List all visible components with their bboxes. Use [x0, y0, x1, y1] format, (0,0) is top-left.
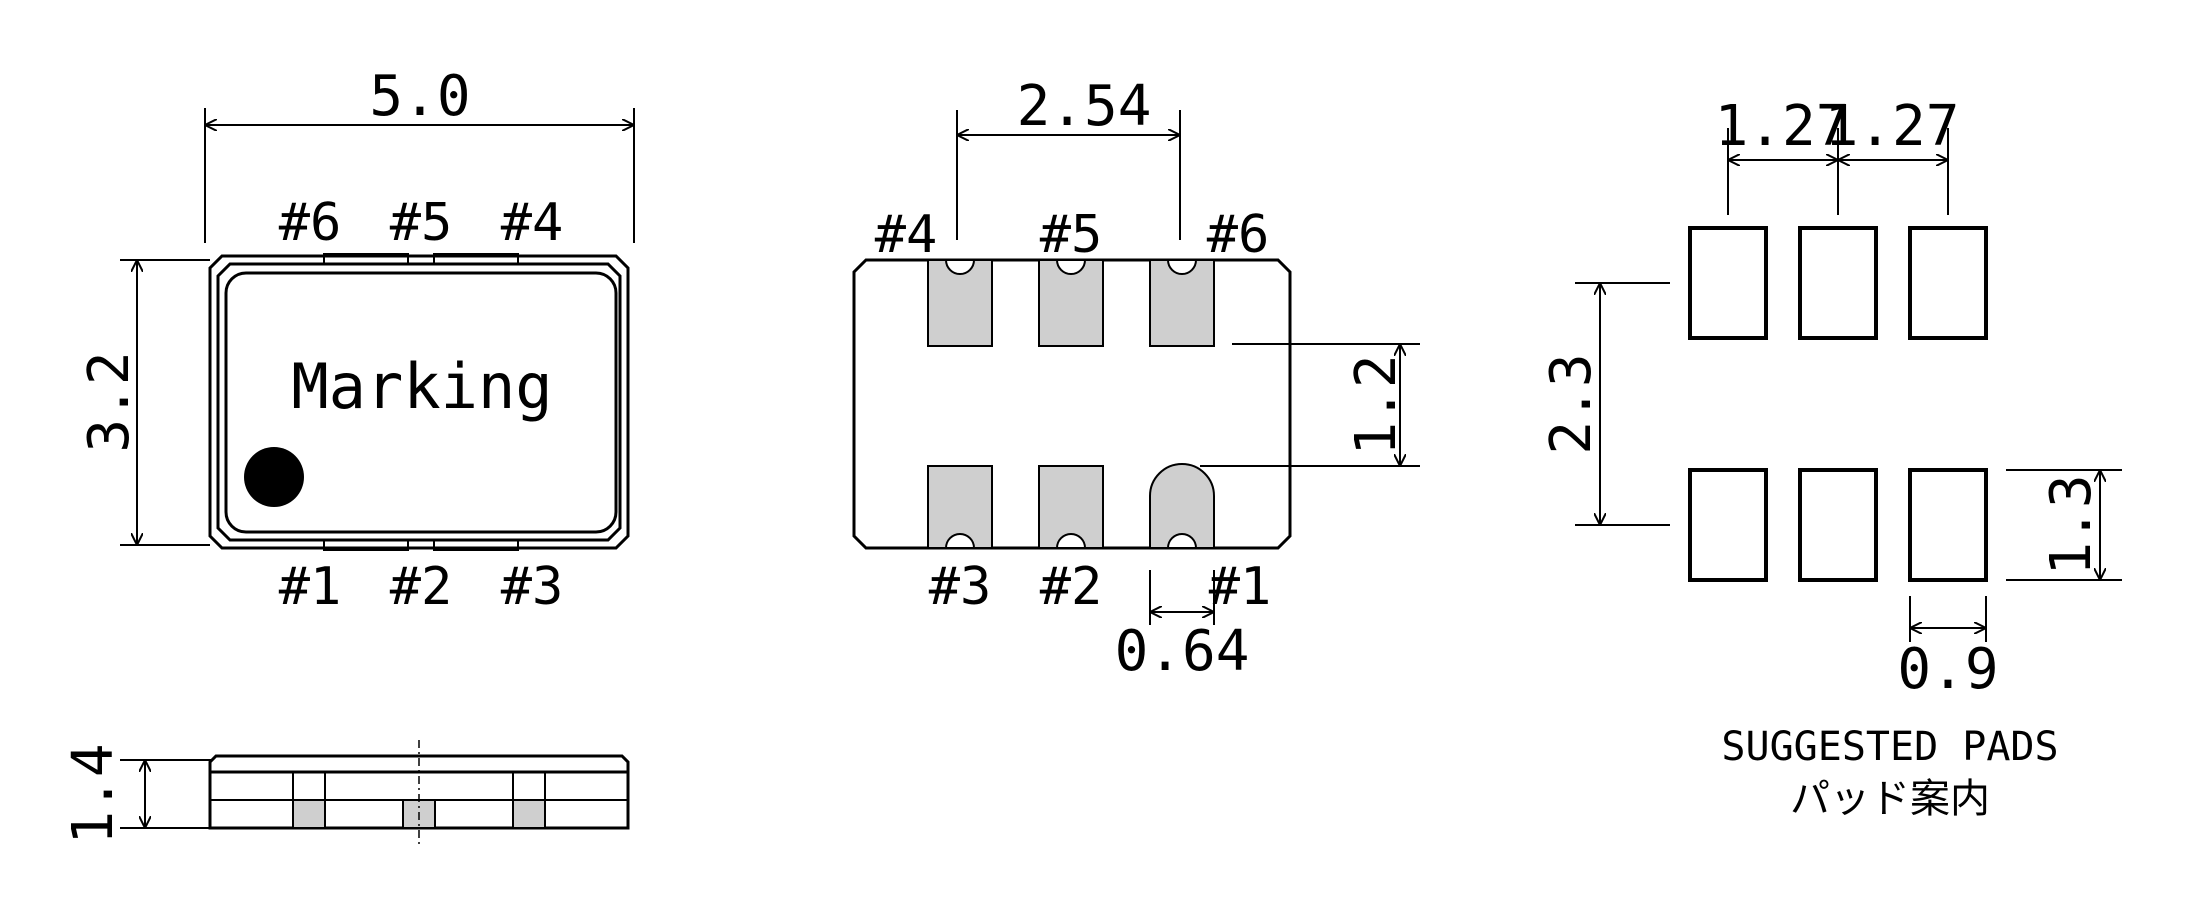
side-view: 1.4 [61, 740, 630, 846]
pin-label: #4 [501, 193, 564, 253]
pin-label: #2 [390, 557, 453, 617]
pad-dimension-label: 1.2 [1344, 354, 1409, 455]
pin-label: #5 [1040, 205, 1103, 265]
pad-height-dimension-label: 1.3 [2039, 474, 2104, 575]
terminal-tab [433, 539, 519, 551]
castellation [944, 533, 976, 549]
package-inner-ledge [216, 262, 622, 542]
pin-label: #6 [1207, 205, 1270, 265]
pin-label: #6 [279, 193, 342, 253]
marking-label: Marking [291, 350, 552, 423]
package-body [208, 254, 630, 550]
lid [224, 271, 618, 534]
land-pad [1798, 226, 1878, 340]
pin-label: #1 [1209, 557, 1272, 617]
pitch-dimension-label: 1.27 [1715, 94, 1850, 159]
package-body-bottom [852, 258, 1292, 550]
height-dimension-label: 3.2 [77, 351, 142, 452]
castellation [1166, 259, 1198, 275]
suggested-pads-view: 1.27 1.27 2.3 1.3 0.9 SUGGESTED PADS パッド… [1539, 94, 2122, 822]
pin1-terminal-pad [1149, 463, 1215, 549]
castellation [944, 259, 976, 275]
land-pad [1908, 468, 1988, 582]
width-dimension-label: 5.0 [369, 64, 470, 129]
side-terminal [512, 799, 546, 829]
castellation [1166, 533, 1198, 549]
pin-label: #3 [501, 557, 564, 617]
terminal-tab [433, 253, 519, 265]
pin-label: #5 [390, 193, 453, 253]
side-height-dimension-label: 1.4 [61, 743, 126, 844]
caption-english: SUGGESTED PADS [1721, 724, 2058, 770]
terminal-tab [323, 539, 409, 551]
pin1-indicator-dot [244, 447, 304, 507]
land-pad [1688, 226, 1768, 340]
row-span-dimension-label: 2.3 [1539, 353, 1604, 454]
pad-width-dimension-label: 0.9 [1897, 637, 1998, 702]
pin-label: #1 [279, 557, 342, 617]
pin-label: #4 [875, 205, 938, 265]
land-pad [1908, 226, 1988, 340]
pitch-dimension-label: 2.54 [1017, 74, 1152, 139]
castellation [1055, 533, 1087, 549]
land-pad [1688, 468, 1768, 582]
pad-width-dimension-label: 0.64 [1115, 619, 1250, 684]
side-terminal [292, 799, 326, 829]
castellation [1055, 259, 1087, 275]
bottom-view: 2.54 1.2 0.64 #4 #5 #6 #3 #2 #1 [852, 74, 1420, 684]
top-view: 5.0 3.2 Marking #6 #5 #4 #1 #2 #3 [77, 64, 635, 617]
terminal-tab [323, 253, 409, 265]
land-pad [1798, 468, 1878, 582]
pitch-dimension-label: 1.27 [1825, 94, 1960, 159]
pin-label: #3 [929, 557, 992, 617]
caption-japanese: パッド案内 [1790, 776, 1990, 822]
pin-label: #2 [1040, 557, 1103, 617]
